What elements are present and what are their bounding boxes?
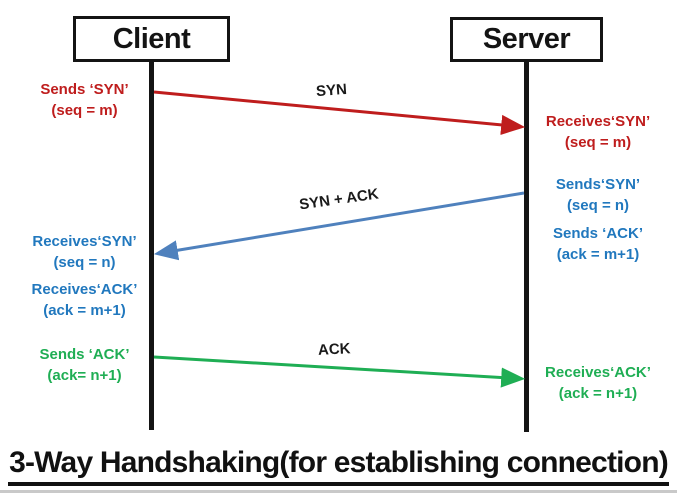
- note-line: Receives‘ACK’: [545, 364, 651, 381]
- note-line: Receives‘SYN’: [32, 233, 137, 250]
- ack-message-label: ACK: [317, 340, 351, 359]
- note-line: Sends‘SYN’: [555, 176, 641, 193]
- client-note-sends-ack: Sends ‘ACK’ (ack= n+1): [22, 344, 147, 386]
- note-line: (ack= n+1): [47, 367, 122, 384]
- client-actor-label: Client: [112, 22, 191, 55]
- bottom-edge-strip: [0, 490, 677, 493]
- diagram-title: 3-Way Handshaking(for establishing conne…: [0, 446, 677, 486]
- note-line: (ack = m+1): [43, 302, 126, 319]
- note-line: Sends ‘ACK’: [552, 225, 643, 242]
- client-note-receives-syn: Receives‘SYN’ (seq = n): [22, 231, 147, 273]
- note-line: (seq = m): [51, 102, 118, 119]
- ack-arrow: [153, 355, 526, 388]
- note-line: (seq = n): [53, 254, 116, 271]
- client-note-sends-syn: Sends ‘SYN’ (seq = m): [22, 79, 147, 121]
- syn-ack-arrow: [153, 191, 525, 261]
- server-note-receives-syn: Receives‘SYN’ (seq = m): [536, 111, 660, 153]
- note-line: Receives‘SYN’: [545, 113, 651, 130]
- note-line: (seq = m): [564, 134, 632, 151]
- client-actor-box: Client: [73, 16, 230, 62]
- server-actor-label: Server: [482, 23, 571, 55]
- note-line: (ack = m+1): [556, 246, 640, 263]
- note-line: Sends ‘SYN’: [40, 81, 129, 98]
- server-note-sends-syn: Sends‘SYN’ (seq = n): [536, 174, 660, 216]
- note-line: Receives‘ACK’: [31, 281, 138, 298]
- note-line: (ack = n+1): [558, 385, 638, 402]
- server-actor-box: Server: [450, 17, 603, 62]
- note-line: Sends ‘ACK’: [39, 346, 130, 363]
- diagram-title-text: 3-Way Handshaking(for establishing conne…: [8, 446, 669, 486]
- server-note-receives-ack: Receives‘ACK’ (ack = n+1): [536, 362, 660, 404]
- syn-message-label: SYN: [315, 80, 348, 101]
- syn-arrow: [153, 90, 526, 135]
- client-note-receives-ack: Receives‘ACK’ (ack = m+1): [22, 279, 147, 321]
- server-note-sends-ack: Sends ‘ACK’ (ack = m+1): [536, 223, 660, 265]
- note-line: (seq = n): [566, 197, 630, 214]
